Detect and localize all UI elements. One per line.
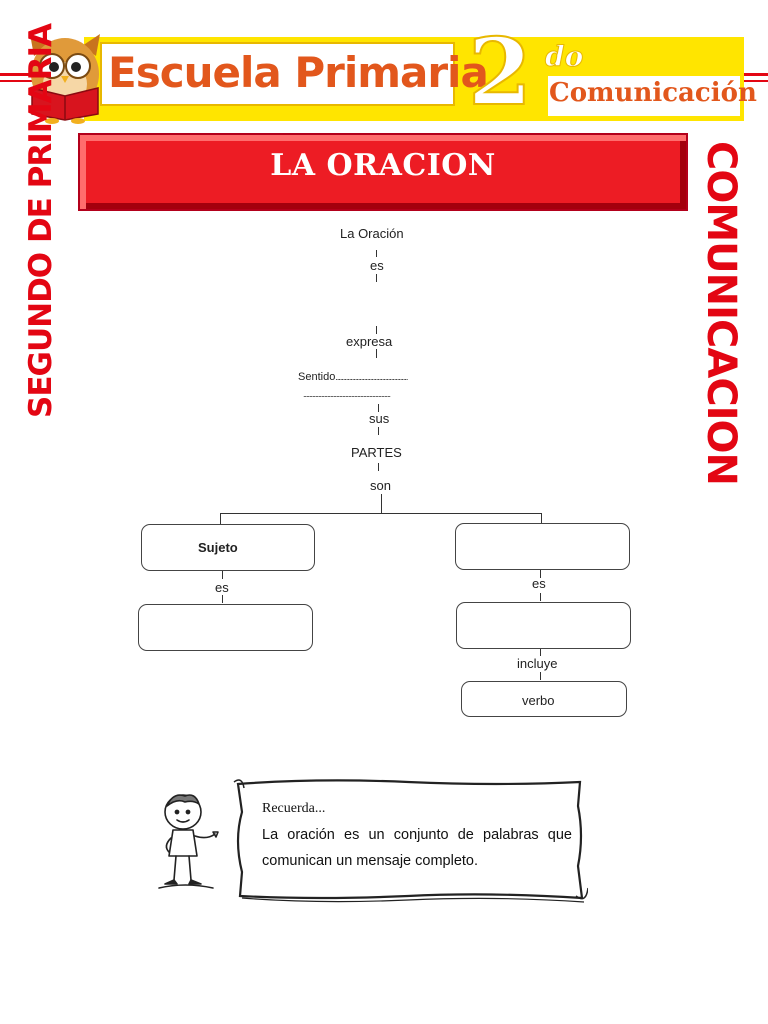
grade-number: 2 xyxy=(467,18,533,126)
map-link-es: es xyxy=(370,258,384,273)
map-link-expresa: expresa xyxy=(346,334,393,349)
dots-line: ........................................… xyxy=(303,389,391,399)
map-link-sus: sus xyxy=(369,411,390,426)
map-connector xyxy=(540,593,541,601)
map-connector xyxy=(378,404,379,412)
school-name-frame xyxy=(100,42,455,106)
map-connector xyxy=(376,250,377,257)
boy-character-icon xyxy=(158,794,219,889)
map-connector xyxy=(376,326,377,334)
owl-reading-icon xyxy=(30,34,100,124)
map-connector xyxy=(540,672,541,680)
map-connector xyxy=(222,571,223,579)
right-link-incluye: incluye xyxy=(517,656,558,671)
map-connector xyxy=(540,570,541,578)
sentido-dots: ........................................… xyxy=(335,372,408,382)
title-box xyxy=(78,133,688,211)
grade-suffix: do xyxy=(544,40,584,74)
sujeto-box xyxy=(141,524,315,571)
predicado-definition-box[interactable] xyxy=(456,602,631,649)
school-name: Escuela Primaria xyxy=(108,48,489,97)
map-link-son: son xyxy=(370,478,391,493)
recuerda-scroll-frame xyxy=(233,779,588,903)
map-connector xyxy=(376,274,377,282)
map-connector xyxy=(220,513,221,524)
verbo-box xyxy=(461,681,627,717)
sentido-label: Sentido xyxy=(298,371,336,383)
verbo-label: verbo xyxy=(522,693,555,708)
recuerda-text: La oración es un conjunto de palabras qu… xyxy=(262,827,572,869)
page-title: LA ORACION xyxy=(270,148,496,183)
map-connector xyxy=(378,463,379,471)
left-link-es: es xyxy=(215,580,229,595)
recuerda-label: Recuerda... xyxy=(262,801,326,816)
map-connector xyxy=(381,494,382,513)
sentido-line: Sentido.................................… xyxy=(298,371,408,383)
subject-name: Comunicación xyxy=(549,78,757,108)
map-connector xyxy=(376,349,377,358)
map-root: La Oración xyxy=(340,226,404,241)
sujeto-label: Sujeto xyxy=(198,540,238,555)
side-label-left: SEGUNDO DE PRIMARIA xyxy=(23,23,59,418)
map-branch-line xyxy=(220,513,542,514)
map-connector xyxy=(378,427,379,435)
side-label-right: COMUNICACION xyxy=(698,141,744,486)
map-connector xyxy=(541,513,542,524)
sujeto-definition-box[interactable] xyxy=(138,604,313,651)
map-connector xyxy=(222,595,223,603)
subject-banner xyxy=(548,76,740,116)
map-parts: PARTES xyxy=(351,445,402,460)
predicado-box[interactable] xyxy=(455,523,630,570)
map-connector xyxy=(540,649,541,656)
right-link-es: es xyxy=(532,576,546,591)
